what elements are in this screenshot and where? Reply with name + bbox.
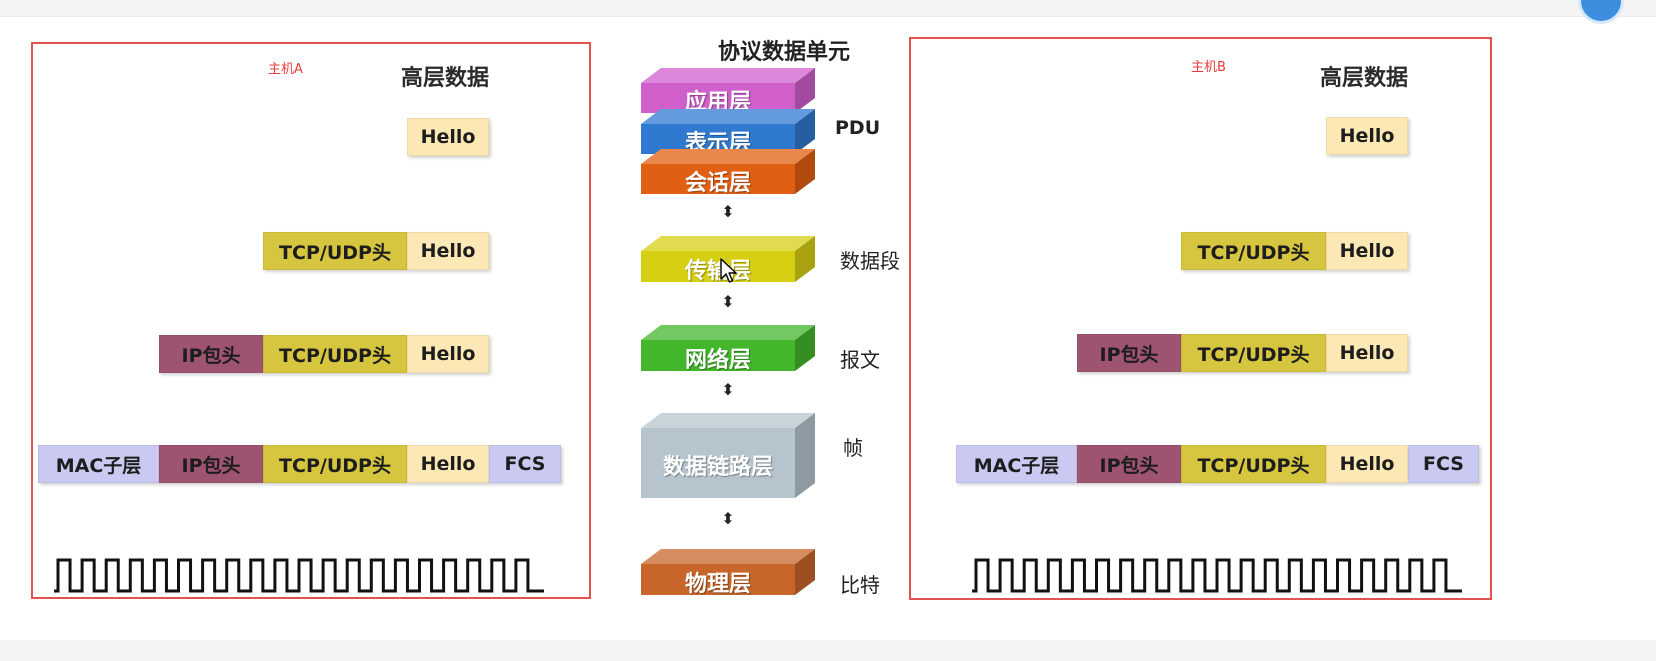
pdu-label-bit: 比特: [840, 573, 880, 597]
host-a-network-ip-header: IP包头: [159, 335, 263, 373]
host-b-link-tcp-header: TCP/UDP头: [1181, 445, 1326, 483]
host-a-link-tcp-header: TCP/UDP头: [263, 445, 407, 483]
layer-network-label: 网络层: [684, 347, 751, 373]
host-b-link-fcs: FCS: [1408, 445, 1479, 483]
host-b-link-ip-header: IP包头: [1077, 445, 1181, 483]
host-b-link-hello: Hello: [1326, 445, 1408, 483]
host-a-panel: [31, 42, 591, 599]
host-b-app-hello: Hello: [1326, 117, 1408, 155]
pdu-label-frame: 帧: [843, 436, 863, 460]
pdu-label-packet: 报文: [840, 348, 880, 372]
host-a-label: 主机A: [268, 62, 303, 77]
host-b-high-layer-label: 高层数据: [1320, 66, 1409, 91]
host-a-high-layer-label: 高层数据: [401, 66, 490, 91]
host-b-network-tcp-header: TCP/UDP头: [1181, 334, 1326, 372]
arrow-network-datalink-icon: ⬍: [721, 380, 735, 399]
host-b-transport-hello: Hello: [1326, 232, 1408, 270]
host-a-link-hello: Hello: [407, 445, 489, 483]
host-a-bit-signal: [54, 558, 544, 593]
host-a-link-ip-header: IP包头: [159, 445, 263, 483]
arrow-datalink-physical-icon: ⬍: [721, 509, 735, 528]
top-bar: [0, 0, 1656, 17]
layer-session: 会话层: [641, 149, 815, 196]
bottom-bar: [0, 640, 1656, 661]
host-a-network-tcp-header: TCP/UDP头: [263, 335, 407, 373]
host-b-bit-signal: [972, 558, 1462, 593]
pdu-label-segment: 数据段: [840, 249, 900, 273]
layer-physical: 物理层: [641, 549, 815, 597]
host-b-transport-tcp-header: TCP/UDP头: [1181, 232, 1326, 270]
host-b-network-hello: Hello: [1326, 334, 1408, 372]
pdu-label-pdu: PDU: [835, 117, 881, 139]
layer-session-label: 会话层: [684, 171, 751, 196]
host-b-panel: [909, 37, 1492, 600]
layer-datalink: 数据链路层: [641, 413, 815, 498]
layer-transport-label: 传输层: [684, 258, 751, 284]
host-a-transport-hello: Hello: [407, 232, 489, 270]
host-a-network-hello: Hello: [407, 335, 489, 373]
layer-datalink-label: 数据链路层: [662, 455, 773, 480]
layer-transport: 传输层: [641, 236, 815, 284]
layer-presentation: 表示层: [641, 109, 815, 156]
arrow-session-transport-icon: ⬍: [721, 202, 735, 221]
host-a-transport-tcp-header: TCP/UDP头: [263, 232, 407, 270]
host-a-link-fcs: FCS: [489, 445, 561, 483]
corner-button[interactable]: [1578, 0, 1624, 24]
mouse-cursor-icon: [720, 258, 737, 283]
host-b-link-mac-header: MAC子层: [956, 445, 1077, 483]
host-a-app-hello: Hello: [407, 118, 489, 156]
layer-network: 网络层: [641, 325, 815, 373]
host-b-network-ip-header: IP包头: [1077, 334, 1181, 372]
layer-physical-label: 物理层: [684, 571, 751, 597]
host-b-label: 主机B: [1191, 60, 1226, 75]
pdu-title: 协议数据单元: [718, 40, 851, 65]
arrow-transport-network-icon: ⬍: [721, 292, 735, 311]
host-a-link-mac-header: MAC子层: [38, 445, 159, 483]
layer-application: 应用层: [641, 68, 815, 115]
